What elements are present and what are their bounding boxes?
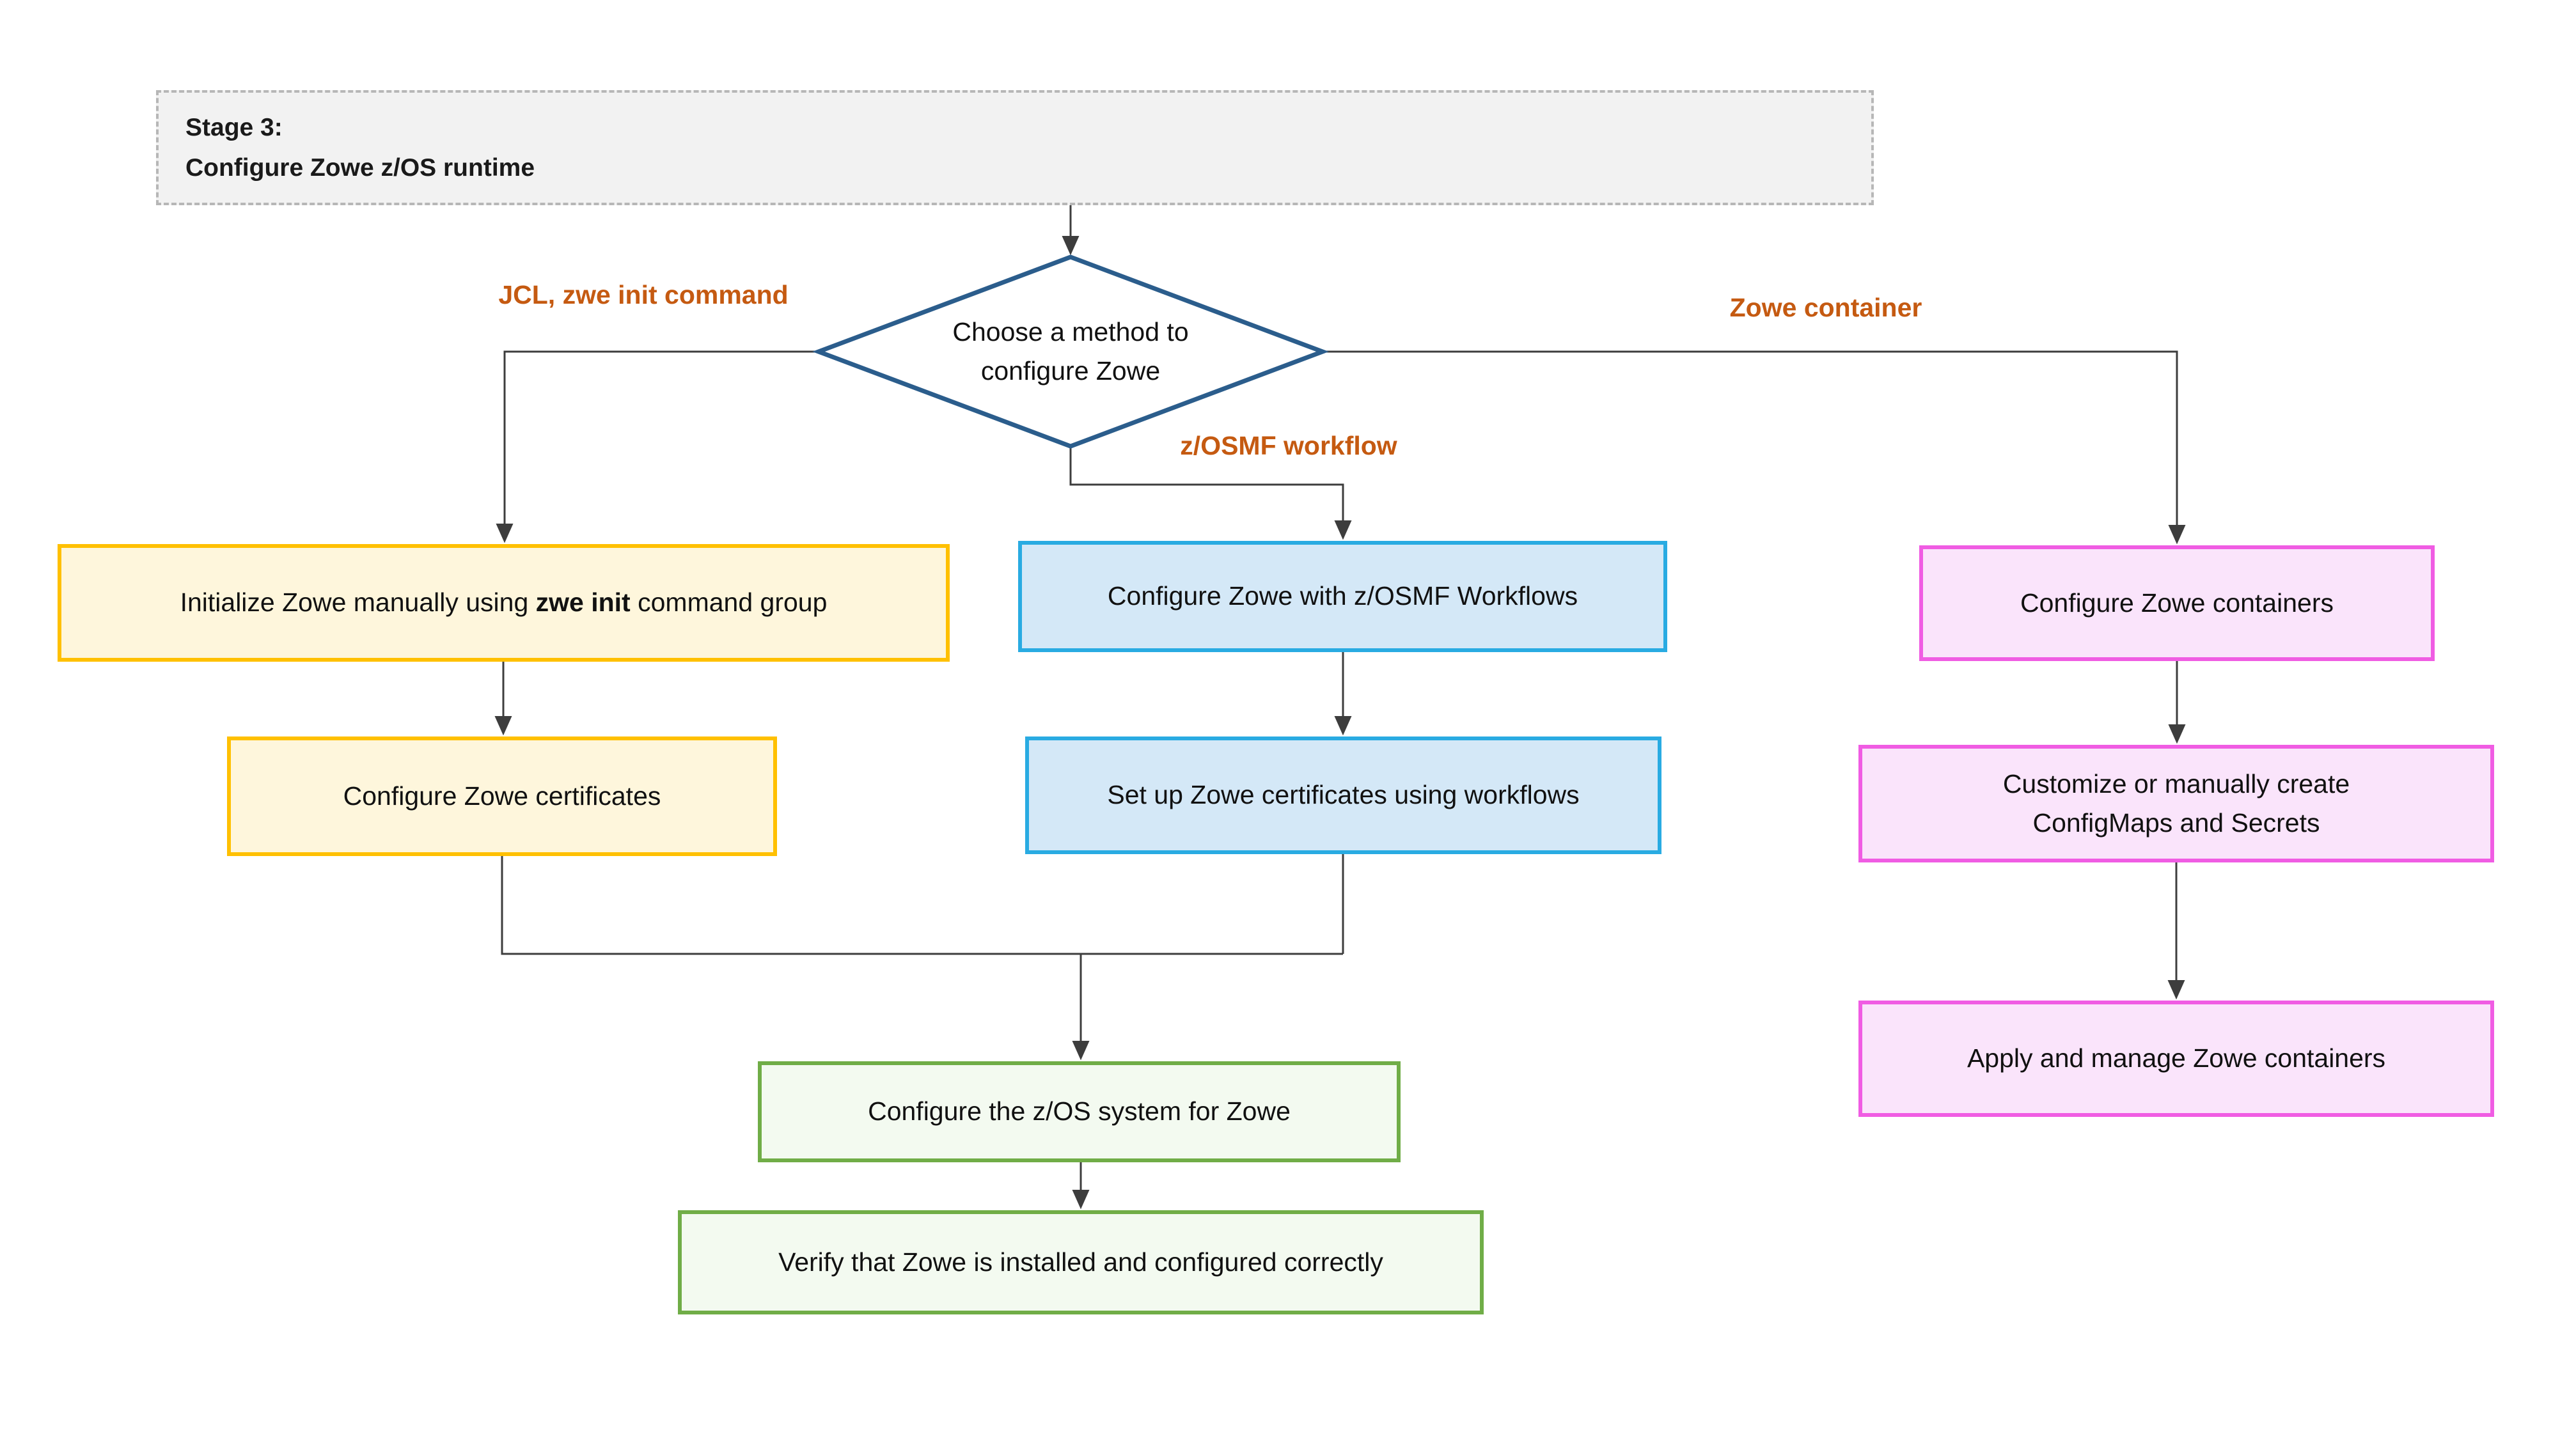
configmaps-line1: Customize or manually create (2002, 768, 2350, 799)
decision-label-line1: Choose a method to (952, 316, 1189, 347)
zwe-init-command-text: zwe init (535, 588, 631, 618)
edge-decision-to-zosmf (1069, 446, 1352, 540)
node-initialize-zowe-manually-label: Initialize Zowe manually using zwe init … (180, 588, 828, 618)
node-apply-manage-containers: Apply and manage Zowe containers (1858, 1001, 2494, 1117)
branch-label-container: Zowe container (1729, 293, 1922, 322)
branch-label-zosmf: z/OSMF workflow (1180, 431, 1397, 460)
node-initialize-zowe-manually: Initialize Zowe manually using zwe init … (58, 544, 950, 662)
node-configure-zowe-certificates: Configure Zowe certificates (227, 736, 777, 856)
node-verify-zowe-installed: Verify that Zowe is installed and config… (678, 1210, 1484, 1314)
edge-decision-to-init (496, 350, 819, 543)
branch-label-jcl: JCL, zwe init command (498, 280, 789, 309)
edge-merge-left (501, 856, 1343, 955)
node-configure-zowe-containers: Configure Zowe containers (1919, 545, 2435, 661)
decision-diamond (812, 254, 1329, 449)
node-configure-zos-system: Configure the z/OS system for Zowe (758, 1061, 1401, 1162)
node-configure-zowe-zosmf-workflows: Configure Zowe with z/OSMF Workflows (1018, 541, 1667, 652)
decision-label-line2: configure Zowe (980, 356, 1161, 386)
node-setup-certificates-workflows: Set up Zowe certificates using workflows (1025, 736, 1661, 854)
stage-title-line1: Stage 3: (185, 113, 283, 141)
configmaps-line2: ConfigMaps and Secrets (2032, 808, 2320, 838)
decision-label: Choose a method to configure Zowe (879, 291, 1262, 412)
stage-header: Stage 3: Configure Zowe z/OS runtime (156, 90, 1874, 205)
edge-decision-to-containers (1323, 350, 2186, 545)
stage-title-line2: Configure Zowe z/OS runtime (185, 154, 535, 182)
node-customize-configmaps-secrets: Customize or manually create ConfigMaps … (1858, 745, 2494, 862)
